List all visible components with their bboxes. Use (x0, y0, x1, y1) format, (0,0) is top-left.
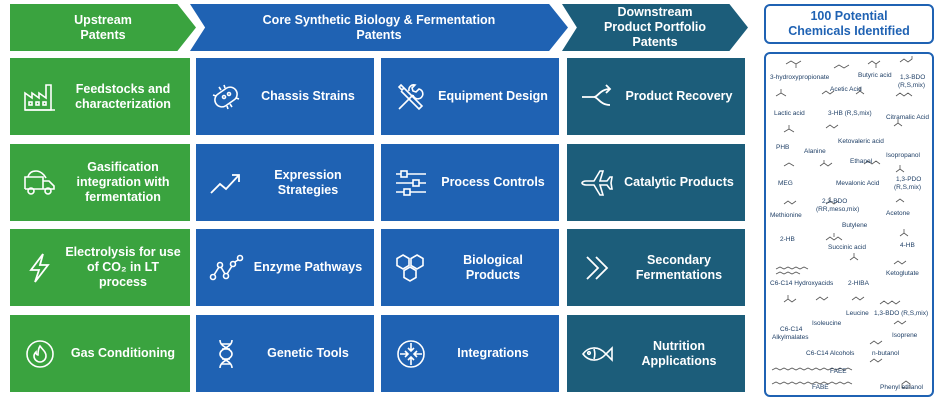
card-expression-strategies: Expression Strategies (196, 144, 374, 221)
bacteria-icon (202, 77, 250, 117)
card-nutrition-applications: Nutrition Applications (567, 315, 745, 392)
card-gasification: Gasification integration with fermentati… (10, 144, 190, 221)
card-secondary-fermentations: Secondary Fermentations (567, 229, 745, 306)
card-product-recovery: Product Recovery (567, 58, 745, 135)
double-chevron-icon (573, 248, 621, 288)
dna-icon (202, 334, 250, 374)
card-feedstocks: Feedstocks and characterization (10, 58, 190, 135)
fish-icon (573, 334, 621, 374)
tools-icon (387, 77, 435, 117)
factory-icon (16, 77, 64, 117)
card-gas-conditioning: Gas Conditioning (10, 315, 190, 392)
card-biological-products: Biological Products (381, 229, 559, 306)
card-integrations: Integrations (381, 315, 559, 392)
flame-icon (16, 334, 64, 374)
chemicals-panel: 3-hydroxypropionate Butyric acid 1,3-BDO… (764, 52, 934, 397)
card-process-controls: Process Controls (381, 144, 559, 221)
molecule-structures (771, 56, 913, 389)
lightning-icon (16, 248, 64, 288)
truck-icon (16, 163, 64, 203)
card-chassis-strains: Chassis Strains (196, 58, 374, 135)
merge-arrows-icon (387, 334, 435, 374)
card-equipment-design: Equipment Design (381, 58, 559, 135)
network-icon (202, 248, 250, 288)
card-electrolysis: Electrolysis for use of CO₂ in LT proces… (10, 229, 190, 306)
card-enzyme-pathways: Enzyme Pathways (196, 229, 374, 306)
hexagons-icon (387, 248, 435, 288)
sliders-icon (387, 163, 435, 203)
airplane-icon (573, 163, 621, 203)
split-arrow-icon (573, 77, 621, 117)
card-genetic-tools: Genetic Tools (196, 315, 374, 392)
card-catalytic-products: Catalytic Products (567, 144, 745, 221)
trend-up-icon (202, 163, 250, 203)
